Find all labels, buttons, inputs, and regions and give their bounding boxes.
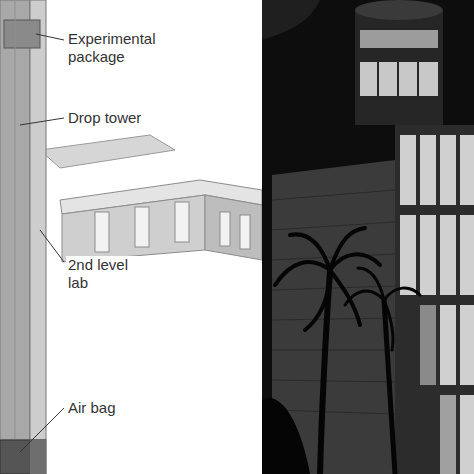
part-label: Air bag xyxy=(66,399,118,417)
lab-room xyxy=(60,180,262,262)
leader-lines xyxy=(20,34,64,452)
part-label: Experimental package xyxy=(66,30,180,66)
air-bag xyxy=(0,440,46,474)
building-photo xyxy=(262,0,474,474)
part-label: Drop tower xyxy=(66,109,143,127)
tower-column xyxy=(0,0,46,440)
part-label: 2nd level lab xyxy=(66,256,142,292)
floor-slab xyxy=(40,135,175,168)
panel-ground xyxy=(0,0,262,474)
